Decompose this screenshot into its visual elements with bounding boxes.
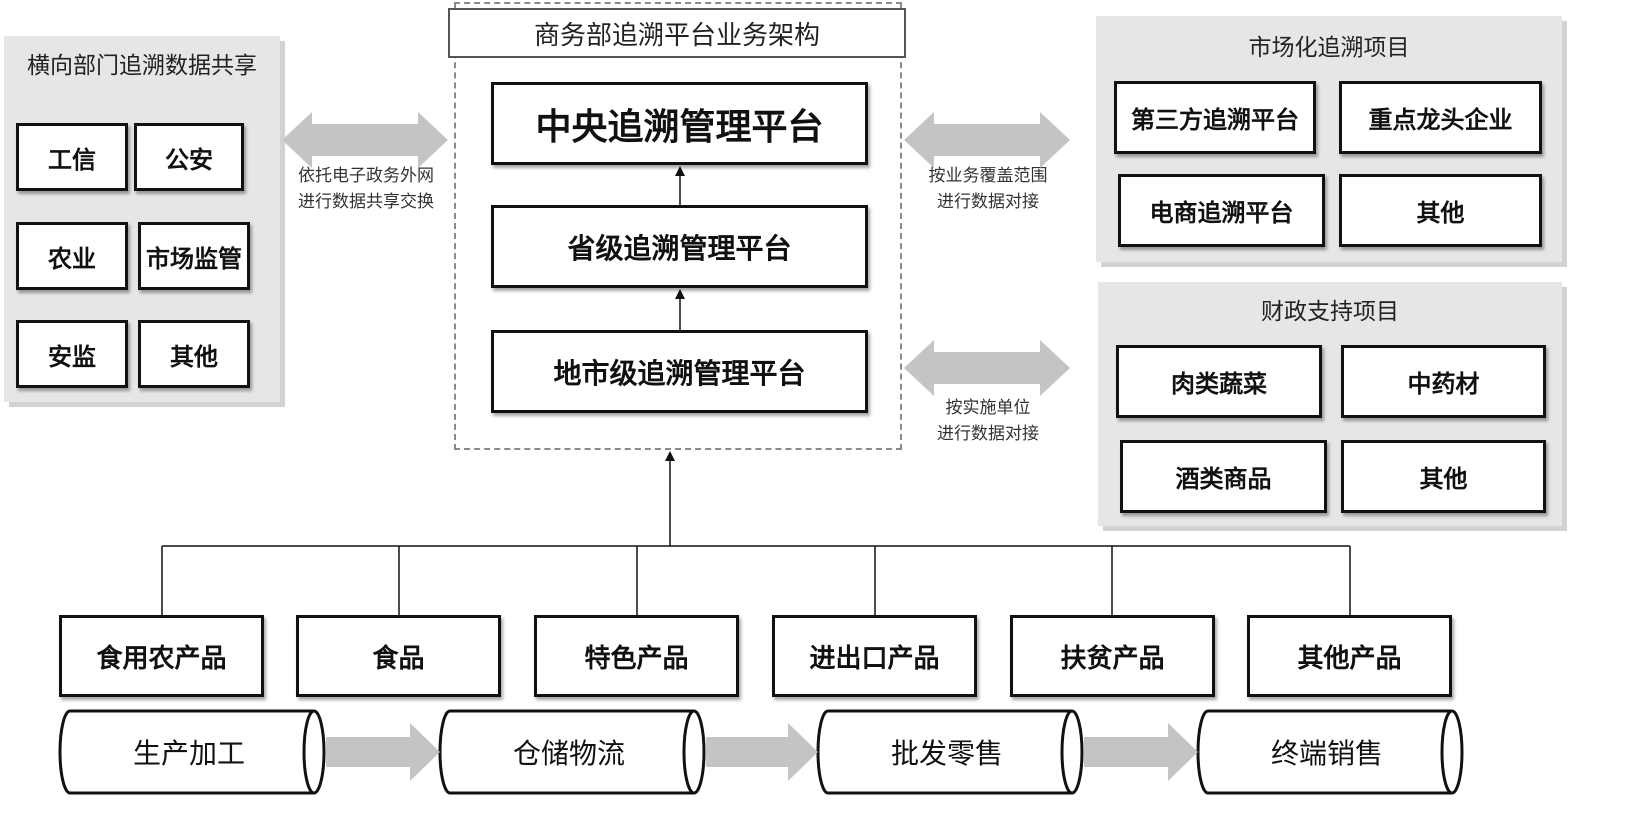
right-top-connector-caption: 按业务覆盖范围 进行数据对接: [902, 163, 1074, 215]
project-box-other: 其他: [1339, 174, 1542, 247]
dept-box-market-supervision: 市场监管: [138, 222, 250, 290]
fiscal-box-other: 其他: [1341, 440, 1546, 513]
caption-line: 进行数据对接: [937, 424, 1039, 444]
product-box-poverty-relief: 扶贫产品: [1010, 615, 1215, 697]
left-connector-caption: 依托电子政务外网 进行数据共享交换: [280, 163, 452, 215]
flow-arrow: [706, 723, 818, 781]
stage-cylinder-warehousing: [438, 709, 706, 795]
dept-box-agriculture: 农业: [16, 222, 128, 290]
architecture-title: 商务部追溯平台业务架构: [448, 8, 906, 58]
right-bottom-connector-caption: 按实施单位 进行数据对接: [902, 395, 1074, 447]
dept-box-safety: 安监: [16, 320, 128, 388]
stage-cylinder-wholesale: [816, 709, 1084, 795]
product-box-food: 食品: [296, 615, 501, 697]
right-bottom-double-arrow: [904, 340, 1070, 396]
fiscal-box-herbal-medicine: 中药材: [1341, 345, 1546, 418]
dept-box-police: 公安: [134, 123, 244, 191]
project-box-leading-enterprise: 重点龙头企业: [1339, 81, 1542, 154]
product-box-other: 其他产品: [1247, 615, 1452, 697]
left-double-arrow: [282, 112, 448, 168]
stage-cylinder-retail: [1196, 709, 1464, 795]
panel-title: 横向部门追溯数据共享: [27, 53, 257, 79]
caption-line: 进行数据对接: [937, 192, 1039, 212]
caption-line: 按实施单位: [945, 398, 1031, 418]
fiscal-box-liquor: 酒类商品: [1120, 440, 1327, 513]
provincial-platform-box: 省级追溯管理平台: [491, 205, 868, 288]
municipal-platform-box: 地市级追溯管理平台: [491, 330, 868, 413]
right-top-double-arrow: [904, 112, 1070, 168]
dept-box-other: 其他: [138, 320, 250, 388]
project-box-ecommerce: 电商追溯平台: [1118, 174, 1325, 247]
caption-line: 进行数据共享交换: [298, 192, 434, 212]
fiscal-box-meat-vegetables: 肉类蔬菜: [1116, 345, 1322, 418]
dept-box-industry: 工信: [16, 123, 128, 191]
flow-arrow: [326, 723, 440, 781]
stage-cylinder-production: [58, 709, 326, 795]
central-platform-box: 中央追溯管理平台: [491, 82, 868, 165]
panel-title: 财政支持项目: [1261, 299, 1399, 325]
panel-title: 市场化追溯项目: [1248, 35, 1410, 61]
product-box-specialty: 特色产品: [534, 615, 739, 697]
caption-line: 按业务覆盖范围: [928, 166, 1048, 186]
product-box-agricultural: 食用农产品: [59, 615, 264, 697]
product-box-import-export: 进出口产品: [772, 615, 977, 697]
architecture-frame: [454, 2, 902, 450]
project-box-third-party: 第三方追溯平台: [1114, 81, 1316, 154]
flow-arrow: [1084, 723, 1198, 781]
caption-line: 依托电子政务外网: [298, 166, 434, 186]
